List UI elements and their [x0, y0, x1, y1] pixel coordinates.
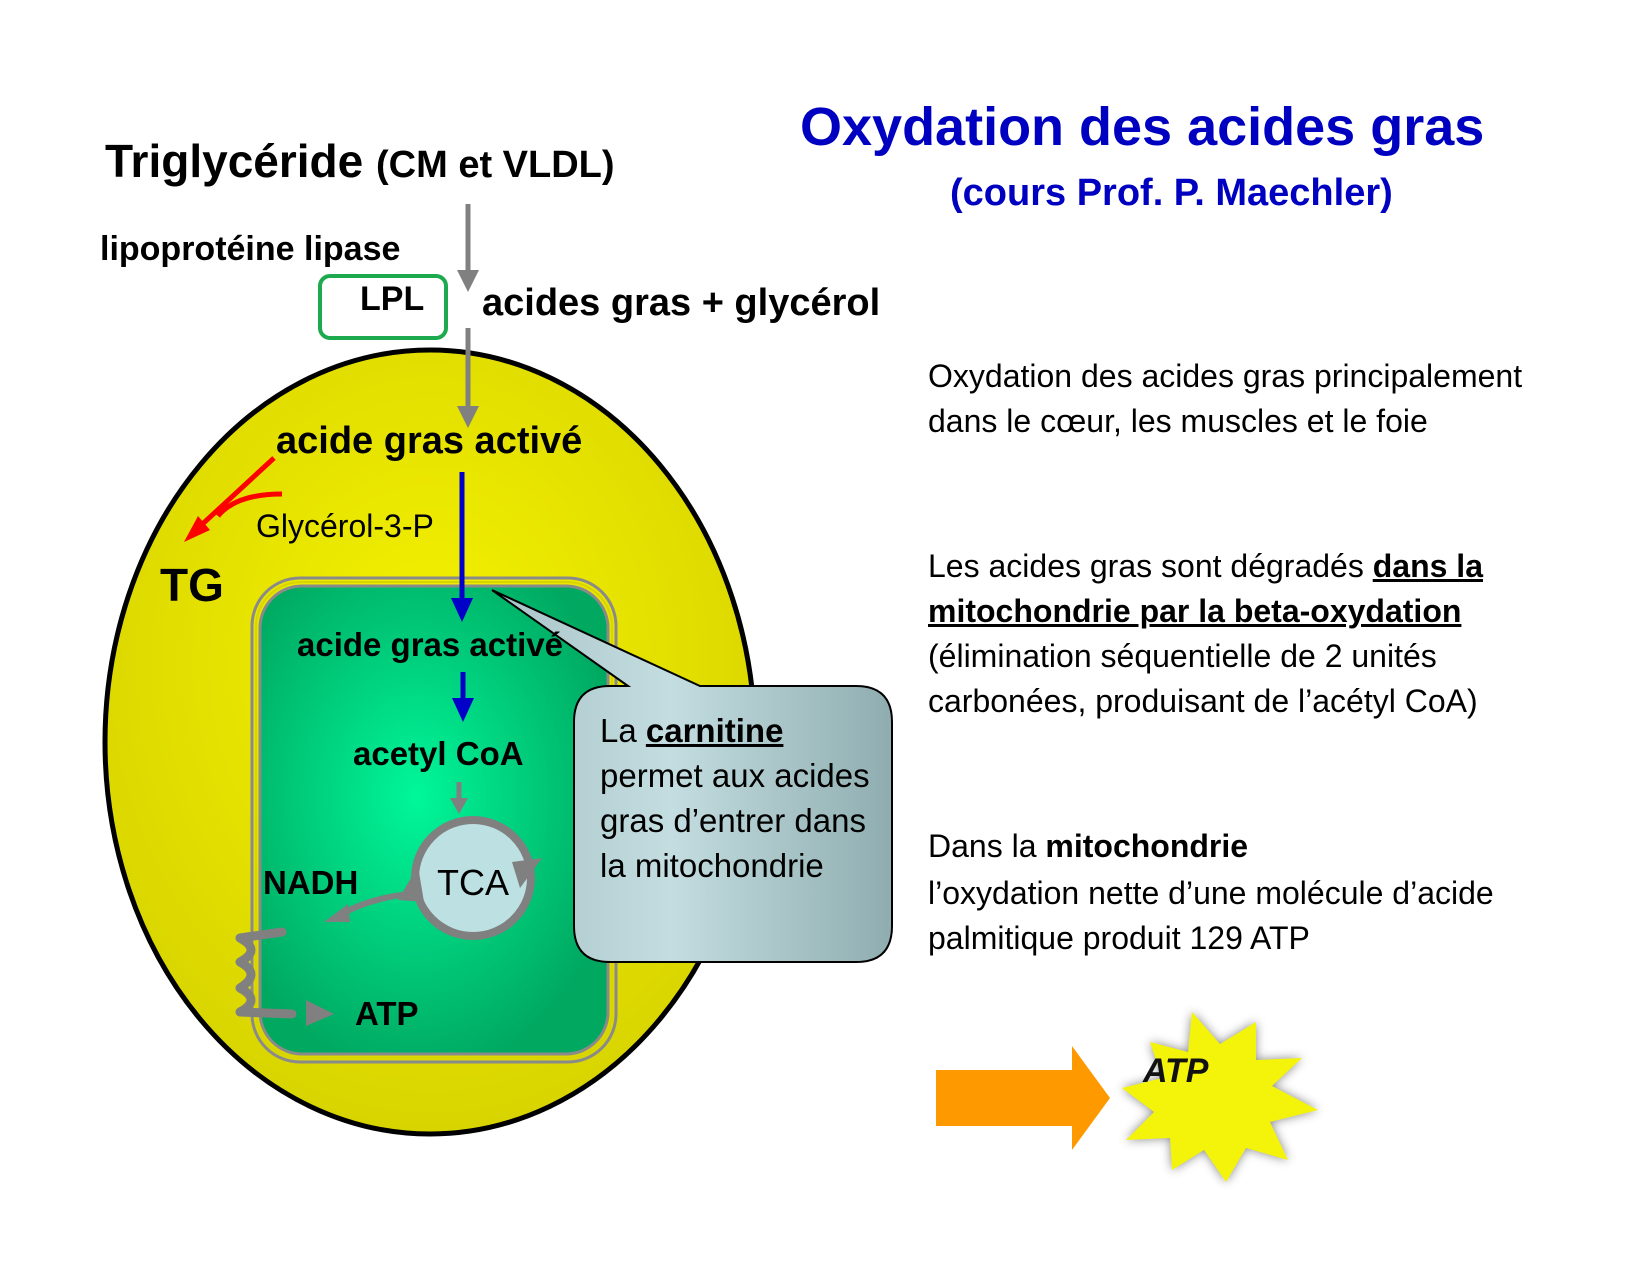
paragraph-beta-oxidation: Les acides gras sont dégradés dans la mi… [928, 548, 1483, 719]
lpl-abbrev: LPL [360, 280, 425, 318]
nadh-label: NADH [263, 864, 359, 901]
paragraph-atp-yield: Dans la mitochondrie l’oxydation nette d… [928, 828, 1494, 956]
callout-body: permet aux acides gras d’entrer dans la … [600, 757, 870, 884]
orange-arrow-icon [936, 1046, 1110, 1150]
atp-star-icon [1122, 1012, 1318, 1182]
triglyceride-label: Triglycéride (CM et VLDL) [105, 134, 615, 188]
atp-badge-label: ATP [1143, 1052, 1209, 1090]
mito-activated-fatty-acid: acide gras activé [297, 626, 563, 663]
paragraph-tissues: Oxydation des acides gras principalement… [928, 358, 1523, 439]
carnitine-keyword: carnitine [645, 712, 784, 749]
triglyceride-qualifier: (CM et VLDL) [376, 144, 615, 186]
enzyme-full-name: lipoprotéine lipase [100, 230, 401, 268]
atp-label: ATP [355, 995, 419, 1032]
mitochondrie-emphasis: mitochondrie [1045, 828, 1249, 864]
page-title: Oxydation des acides gras [800, 97, 1485, 157]
tg-label: TG [160, 559, 224, 611]
products-label: acides gras + glycérol [482, 282, 881, 324]
page-subtitle: (cours Prof. P. Maechler) [950, 172, 1393, 214]
cytosol-activated-fatty-acid: acide gras activé [276, 420, 583, 462]
tca-label: TCA [437, 862, 509, 903]
carnitine-callout-bubble [491, 589, 893, 963]
lpl-enzyme-box [318, 274, 448, 340]
triglyceride-main: Triglycéride [105, 135, 364, 187]
beta-oxidation-emphasis: dans la mitochondrie par la beta-oxydati… [928, 548, 1483, 629]
acetyl-coa-label: acetyl CoA [353, 735, 524, 772]
carnitine-callout-text: La carnitine permet aux acides gras d’en… [600, 712, 870, 884]
glycerol-3-p-label: Glycérol-3-P [256, 508, 434, 544]
